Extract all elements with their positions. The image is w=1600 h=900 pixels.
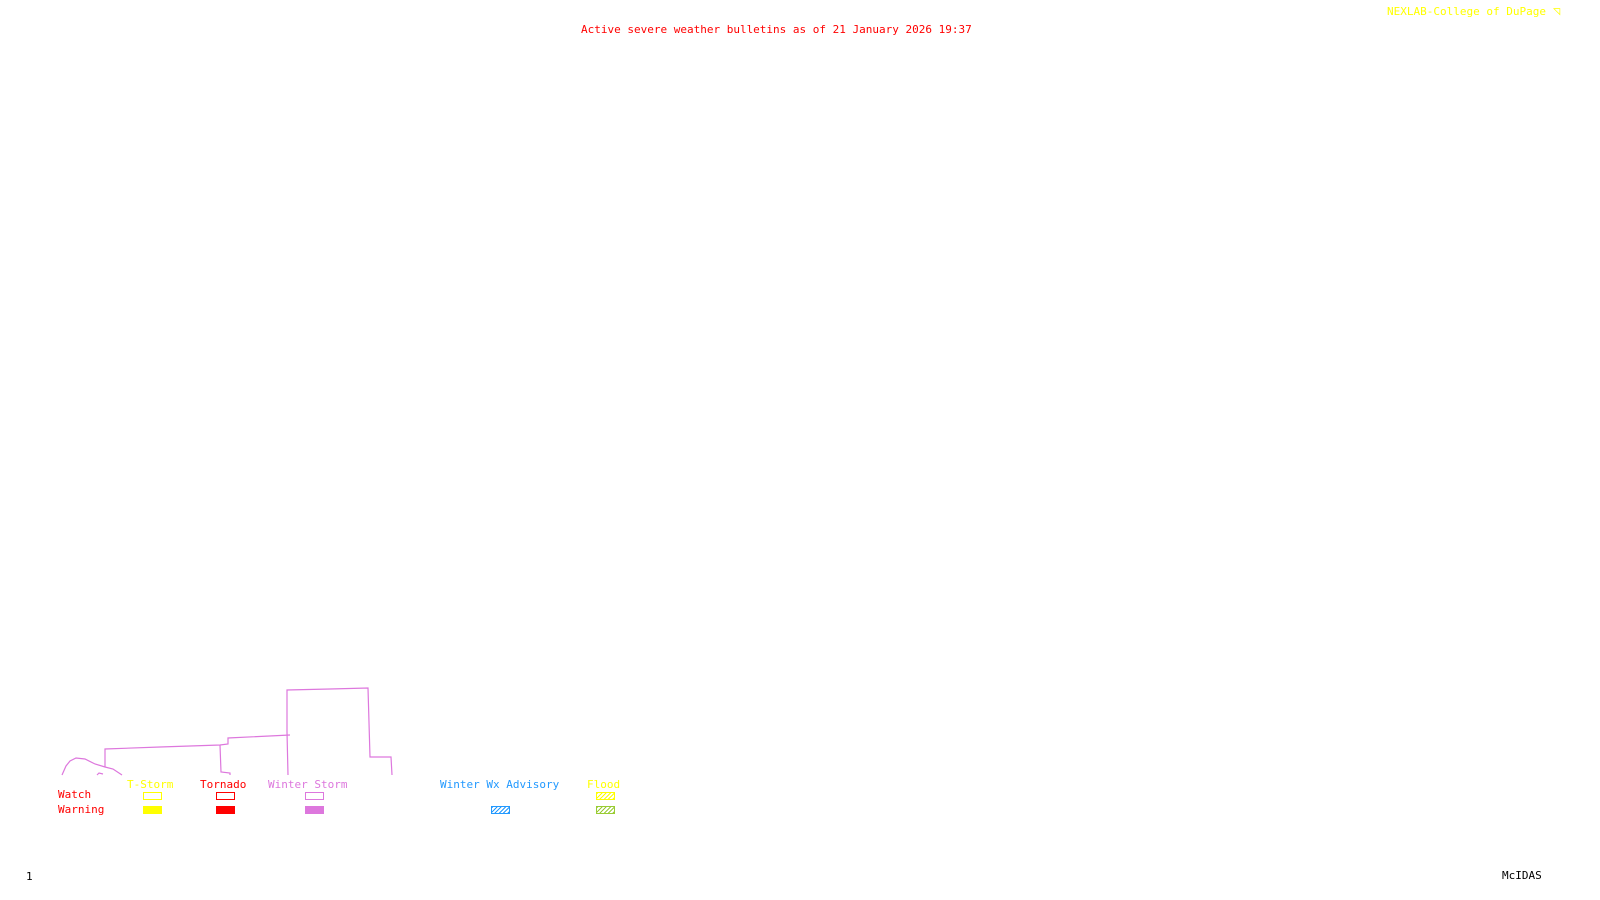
legend-tornado-label: Tornado	[200, 778, 247, 791]
legend-tstorm-label: T-Storm	[127, 778, 174, 791]
state-boundary	[286, 687, 393, 776]
tstorm-watch-swatch	[143, 792, 162, 800]
frame-number: 1	[26, 870, 33, 883]
software-label: McIDAS	[1502, 869, 1542, 882]
winter-advisory-swatch	[491, 806, 510, 814]
tstorm-warning-swatch	[143, 806, 162, 814]
bulletin-title: Active severe weather bulletins as of 21…	[581, 23, 972, 36]
nexlab-logo-icon: ◹	[1553, 4, 1561, 18]
legend-winter-storm-label: Winter Storm	[268, 778, 348, 791]
legend-winter-advisory-label: Winter Wx Advisory	[440, 778, 560, 791]
state-boundary	[96, 772, 104, 776]
credit-text: NEXLAB-College of DuPage	[1387, 5, 1546, 18]
winter-storm-watch-swatch	[305, 792, 324, 800]
tornado-warning-swatch	[216, 806, 235, 814]
state-boundary	[61, 757, 123, 776]
state-boundary	[104, 734, 291, 767]
state-boundary	[219, 744, 231, 775]
legend-flood-label: Flood	[587, 778, 621, 791]
tornado-watch-swatch	[216, 792, 235, 800]
legend-watch-label: Watch	[58, 788, 92, 801]
flood-watch-swatch	[596, 792, 615, 800]
flood-warning-swatch	[596, 806, 615, 814]
winter-storm-warning-swatch	[305, 806, 324, 814]
legend-warning-label: Warning	[58, 803, 105, 816]
